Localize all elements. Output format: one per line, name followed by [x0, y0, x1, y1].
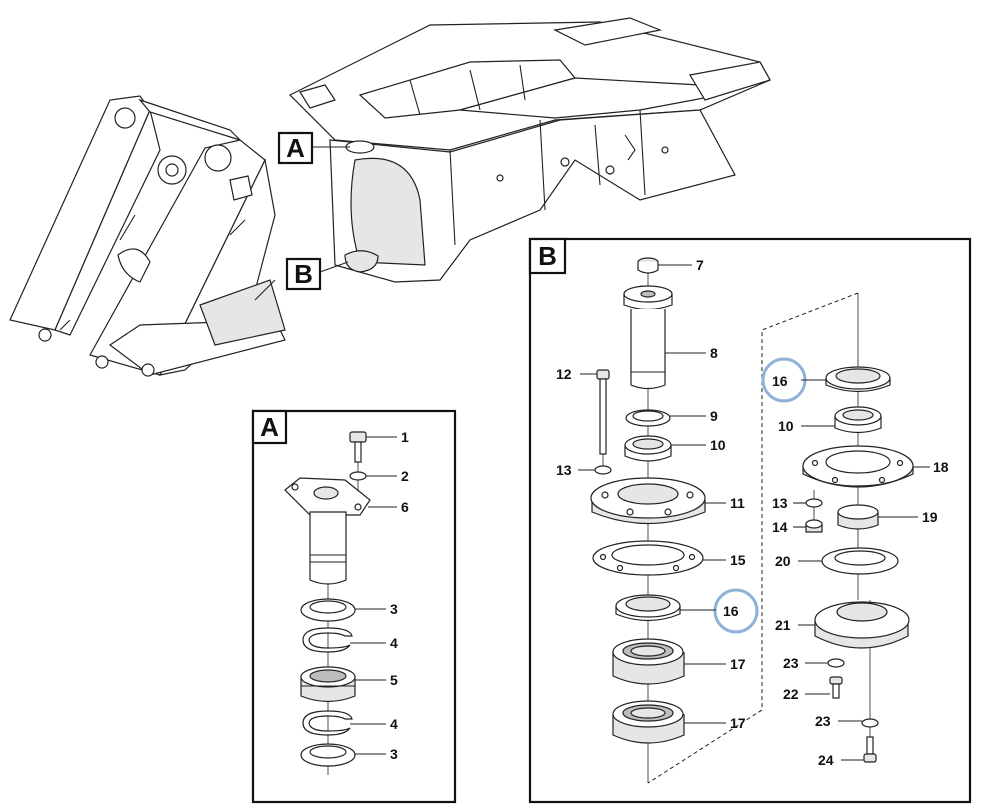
- label-b-10: 10: [710, 437, 726, 453]
- part-b-washer-23: [827, 658, 845, 668]
- label-a-4: 4: [390, 635, 398, 651]
- part-a-snap-ring-2: [302, 710, 353, 736]
- front-frame: [9, 95, 286, 377]
- panel-b-right-labels: 16 10 18 13 14 19 20 21 23 22 23 24: [772, 373, 949, 768]
- callout-b-label: B: [294, 259, 313, 289]
- label-b-12: 12: [556, 366, 572, 382]
- part-b-washer-right: [805, 498, 823, 508]
- part-b-flange-plate: [592, 540, 704, 576]
- part-a-seal-ring: [300, 598, 356, 622]
- part-a-bearing: [300, 666, 356, 703]
- part-b-long-bolt: [596, 369, 610, 455]
- label-b-7: 7: [696, 257, 704, 273]
- label-b-15: 15: [730, 552, 746, 568]
- part-b-seal-16-right: [825, 366, 891, 393]
- label-b-r-16: 16: [772, 373, 788, 389]
- part-b-nut: [805, 519, 823, 533]
- label-b-r-21: 21: [775, 617, 791, 633]
- part-b-bearing-2: [612, 700, 685, 744]
- label-a-4b: 4: [390, 716, 398, 732]
- label-b-r-20: 20: [775, 553, 791, 569]
- callout-a-label: A: [286, 133, 305, 163]
- label-b-r-19: 19: [922, 509, 938, 525]
- part-a-washer: [349, 471, 367, 481]
- panel-a-labels: 1 2 6 3 4 5 4 3: [350, 429, 409, 762]
- rear-frame: [288, 17, 771, 283]
- part-b-bearing-housing: [802, 445, 914, 488]
- label-b-r-10: 10: [778, 418, 794, 434]
- part-b-bushing-right: [834, 406, 882, 434]
- label-a-6: 6: [401, 499, 409, 515]
- label-a-1: 1: [401, 429, 409, 445]
- label-b-r-13: 13: [772, 495, 788, 511]
- label-b-17: 17: [730, 656, 746, 672]
- label-b-17b: 17: [730, 715, 746, 731]
- part-b-shim: [821, 547, 899, 575]
- label-b-r-23: 23: [783, 655, 799, 671]
- label-b-r-22: 22: [783, 686, 799, 702]
- detail-panel-a: A: [251, 409, 457, 804]
- label-b-9: 9: [710, 408, 718, 424]
- label-b-r-14: 14: [772, 519, 788, 535]
- panel-b-title: B: [538, 241, 557, 271]
- part-b-bearing: [612, 638, 685, 685]
- detail-panel-b: B: [528, 237, 972, 804]
- part-b-bolt-24: [863, 736, 877, 763]
- highlight-circle-16-left: [713, 588, 759, 634]
- panel-a-title: A: [260, 412, 279, 442]
- part-b-washer-23b: [861, 718, 879, 728]
- label-a-5: 5: [390, 672, 398, 688]
- label-b-8: 8: [710, 345, 718, 361]
- part-a-snap-ring: [302, 627, 353, 653]
- panel-b-labels: 7 8 12 9 10 13 11 15 16 17 17: [556, 257, 746, 731]
- part-a-pin: [284, 477, 371, 585]
- label-a-3: 3: [390, 601, 398, 617]
- part-b-bushing: [624, 435, 672, 462]
- part-b-pin: [623, 285, 673, 390]
- part-a-seal-ring-2: [300, 743, 356, 767]
- part-b-cover: [814, 601, 910, 649]
- label-b-16: 16: [723, 603, 739, 619]
- label-a-2: 2: [401, 468, 409, 484]
- part-b-seal: [625, 409, 671, 427]
- part-b-seal-16: [615, 594, 681, 622]
- label-b-13: 13: [556, 462, 572, 478]
- part-b-bolt-22: [829, 676, 843, 699]
- label-a-3b: 3: [390, 746, 398, 762]
- part-b-spacer: [837, 504, 879, 530]
- machine-frame-drawing: A B: [9, 17, 771, 377]
- part-b-cap: [637, 257, 659, 274]
- part-b-washer: [594, 465, 612, 475]
- callout-b[interactable]: B: [285, 257, 349, 291]
- part-a-bolt: [349, 431, 367, 463]
- part-b-housing: [590, 477, 706, 525]
- callout-a[interactable]: A: [277, 131, 350, 165]
- label-b-r-23b: 23: [815, 713, 831, 729]
- label-b-11: 11: [730, 495, 745, 511]
- label-b-r-18: 18: [933, 459, 949, 475]
- label-b-r-24: 24: [818, 752, 834, 768]
